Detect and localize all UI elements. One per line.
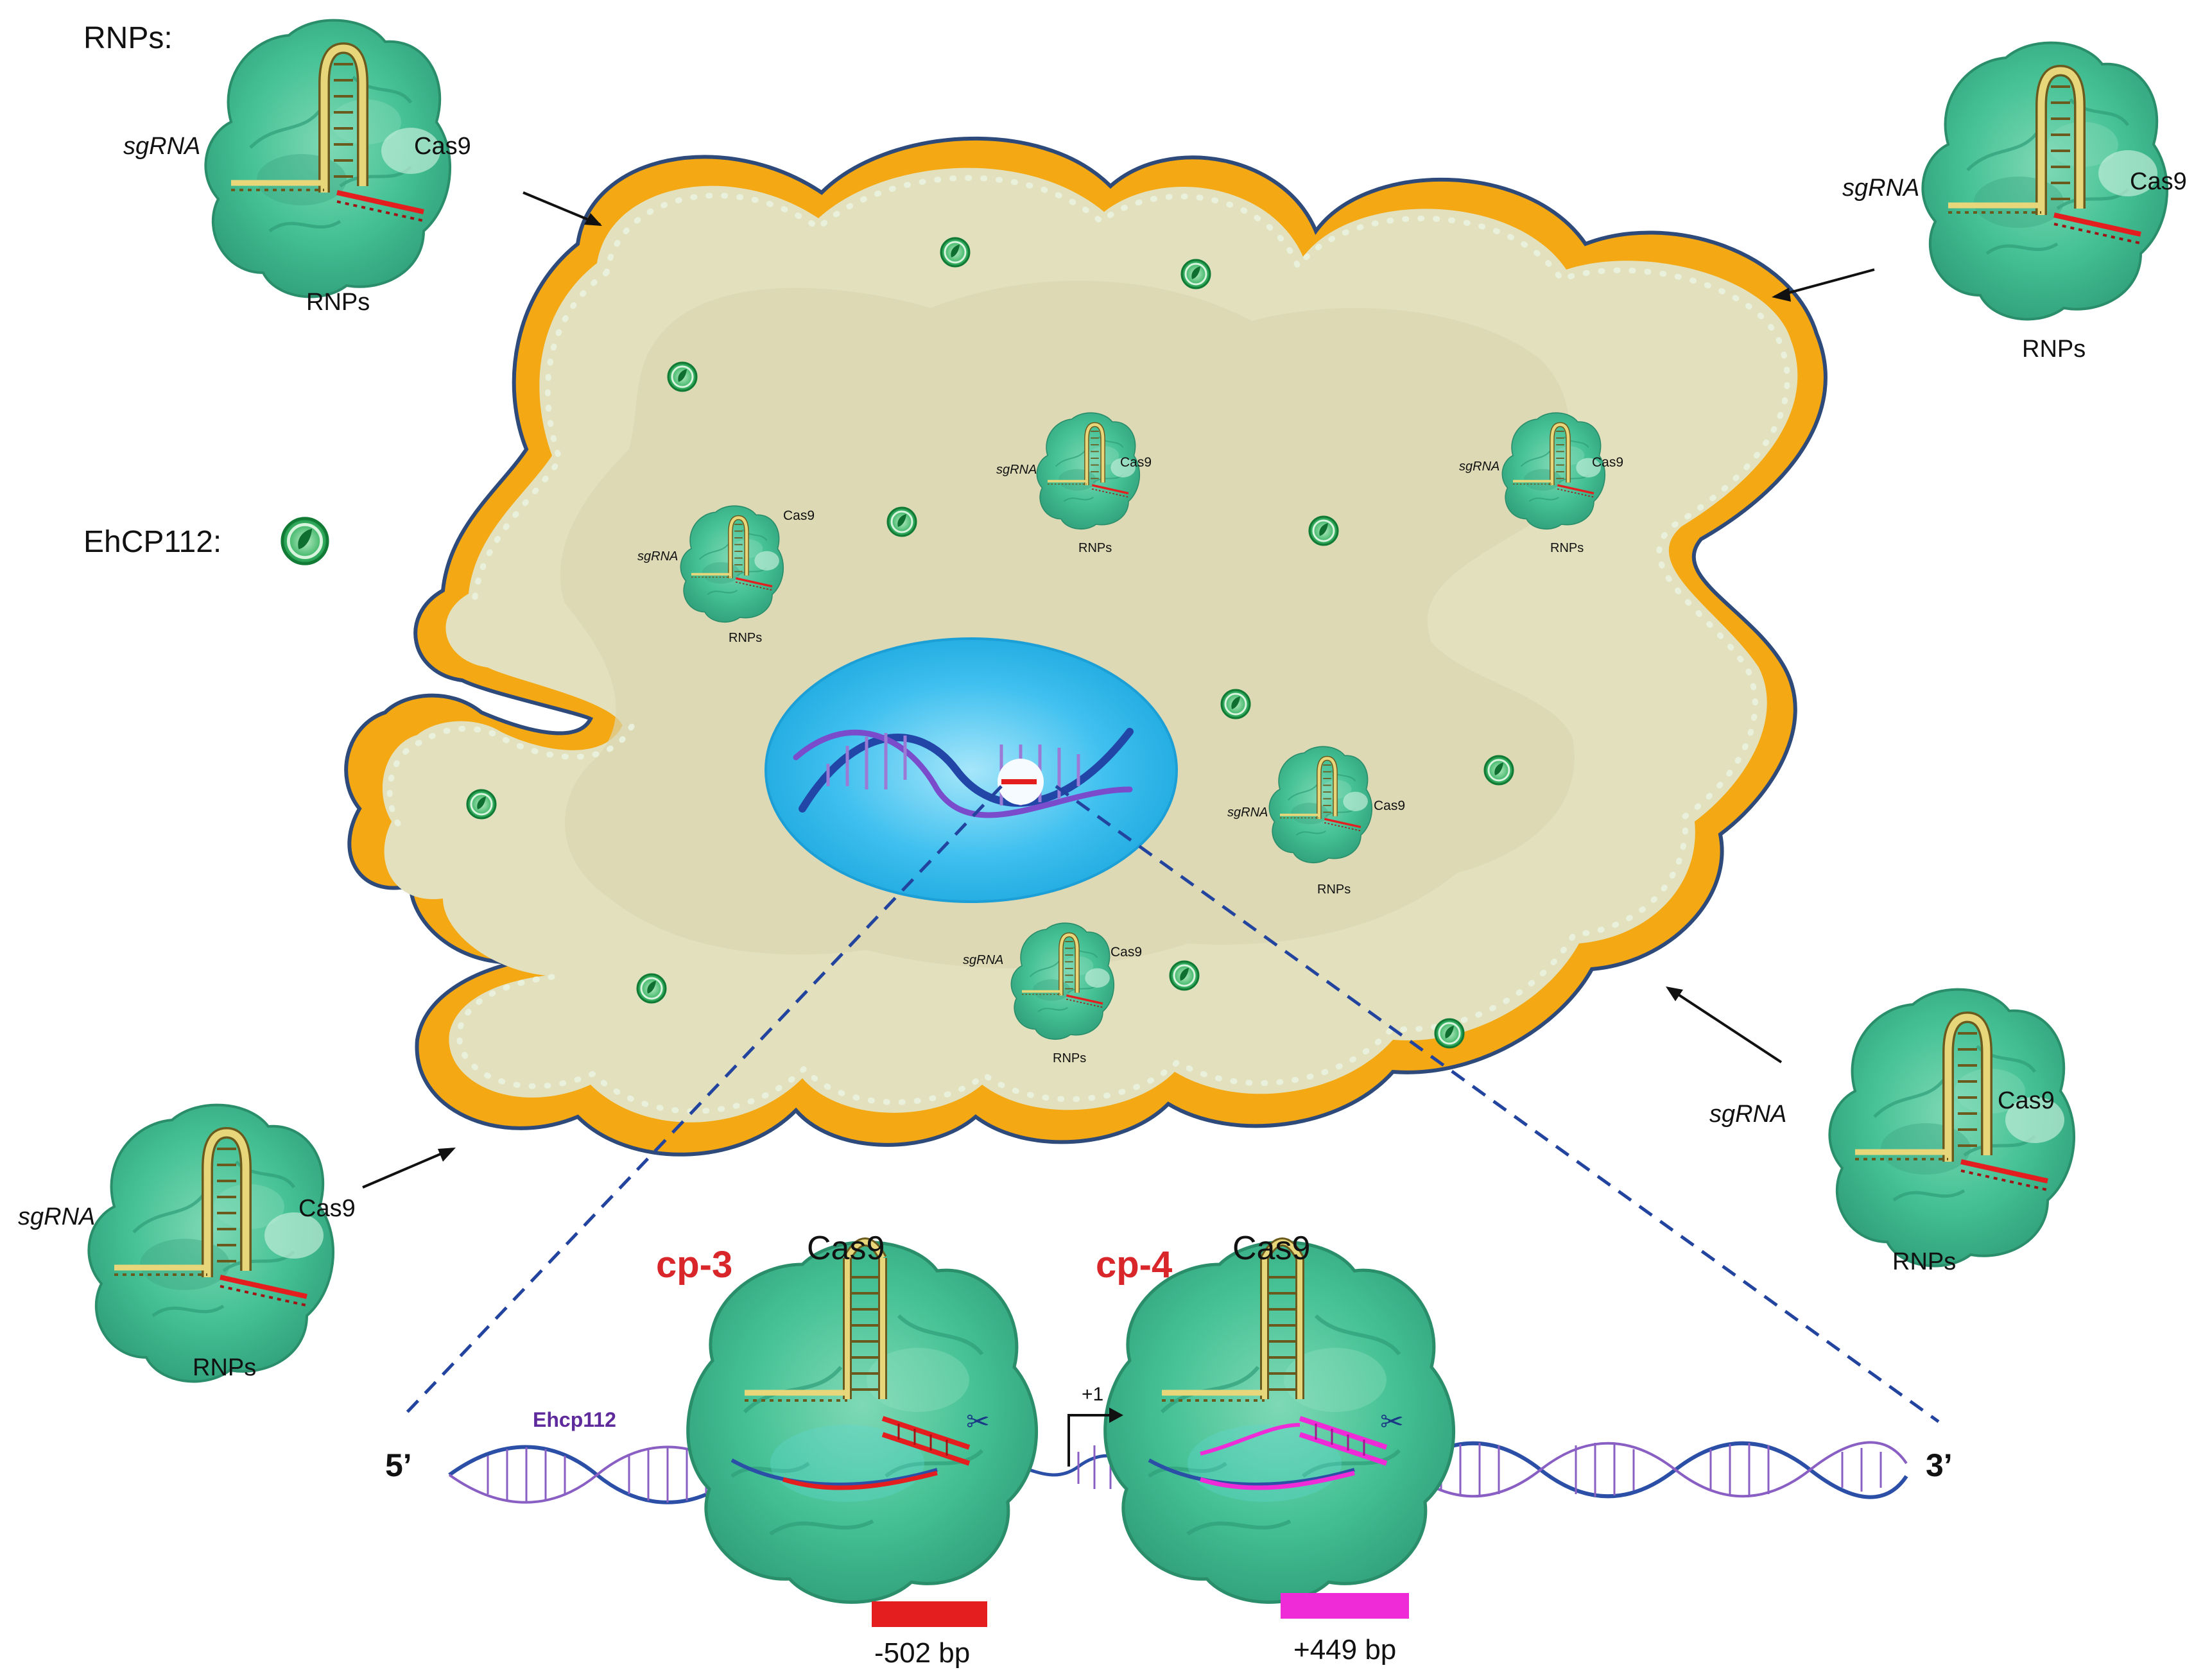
rnp-inside-2 — [1502, 413, 1605, 529]
sgrna-label: sgRNA — [996, 463, 1037, 477]
cas9-label: Cas9 — [1998, 1087, 2055, 1114]
rnps-label: RNPs — [1892, 1248, 1956, 1275]
rnps-label: RNPs — [1053, 1051, 1086, 1065]
scissors-icon: ✂ — [1380, 1406, 1404, 1438]
rnp-outside-top-left — [205, 21, 450, 297]
deletion-bar-cp3 — [872, 1601, 987, 1627]
cas9-label: Cas9 — [783, 508, 815, 523]
entry-arrow — [362, 1148, 453, 1189]
rnp-outside-bottom-right — [1829, 990, 2074, 1266]
cas9-label: Cas9 — [298, 1195, 356, 1222]
sgrna-label: sgRNA — [123, 133, 200, 160]
nucleus — [765, 637, 1178, 903]
sgrna-label: sgRNA — [18, 1203, 95, 1230]
ehcp112-vesicle — [1434, 1018, 1465, 1049]
legend-rnps-heading: RNPs: — [83, 21, 173, 55]
rnps-label: RNPs — [306, 289, 370, 316]
ehcp112-vesicle — [1308, 515, 1339, 546]
ehcp112-vesicle — [1180, 259, 1211, 289]
cas9-label: Cas9 — [414, 133, 471, 160]
cp3-label: cp-3 — [656, 1244, 732, 1286]
tss-label: +1 — [1082, 1384, 1103, 1405]
five-prime-label: 5’ — [385, 1447, 412, 1483]
entry-arrow — [1668, 987, 1783, 1063]
rnps-label: RNPs — [2022, 336, 2086, 363]
deletion-label-cp3: -502 bp — [874, 1637, 970, 1669]
cas9-complex-cp4: ✂ — [1105, 1237, 1454, 1602]
entry-arrow — [1774, 268, 1875, 298]
tss-arrow — [1067, 1414, 1120, 1467]
rnps-label: RNPs — [1317, 883, 1351, 897]
cas9-label: Cas9 — [1110, 945, 1142, 960]
cas9-complex-cp3: ✂ — [688, 1237, 1037, 1602]
sgrna-label: sgRNA — [1709, 1101, 1786, 1128]
legend-ehcp112-heading: EhCP112: — [83, 525, 221, 559]
cas9-label: Cas9 — [1592, 455, 1623, 470]
cas9-label: Cas9 — [2130, 168, 2187, 195]
nuclear-dna-helix — [793, 728, 1134, 818]
ehcp112-vesicle — [466, 789, 497, 820]
sgrna-label: sgRNA — [1459, 460, 1499, 474]
ehcp112-vesicle — [940, 237, 971, 268]
scissors-icon: ✂ — [966, 1406, 990, 1438]
dna-helix-right — [1404, 1441, 1908, 1499]
sgrna-label: sgRNA — [963, 953, 1003, 967]
rnp-inside-5 — [1011, 923, 1114, 1039]
cp3-cas9-label: Cas9 — [807, 1230, 885, 1267]
zoom-line-left — [400, 785, 1003, 1420]
ehcp112-vesicle-legend-icon — [282, 519, 327, 564]
rnp-inside-3 — [680, 506, 783, 622]
ehcp112-vesicle — [1169, 960, 1200, 991]
rnps-label: RNPs — [1078, 541, 1112, 555]
sgrna-label: sgRNA — [1842, 175, 1919, 202]
sgrna-label: sgRNA — [1227, 805, 1268, 820]
ehcp112-vesicle — [667, 361, 698, 392]
rnp-outside-bottom-left — [89, 1105, 333, 1382]
ehcp112-vesicle — [1220, 689, 1251, 719]
cas9-label: Cas9 — [1374, 798, 1405, 813]
zoom-line-right — [1055, 784, 1940, 1424]
rnps-label: RNPs — [193, 1354, 256, 1381]
ehcp112-vesicle — [886, 506, 917, 537]
deletion-bar-cp4 — [1281, 1593, 1409, 1619]
cas9-label: Cas9 — [1120, 455, 1152, 470]
plasma-membrane-dots — [386, 175, 1790, 1114]
rnps-label: RNPs — [1550, 541, 1584, 555]
cp4-label: cp-4 — [1096, 1244, 1172, 1286]
rnps-label: RNPs — [729, 631, 762, 645]
rnp-inside-1 — [1037, 413, 1139, 529]
cp4-cas9-label: Cas9 — [1232, 1230, 1310, 1267]
sgrna-label: sgRNA — [637, 549, 678, 564]
rnp-inside-4 — [1269, 746, 1372, 863]
ehcp112-vesicle — [636, 973, 667, 1004]
gene-label: Ehcp112 — [533, 1408, 616, 1431]
gene-locus-detail: ✂ ✂ — [385, 1230, 1953, 1669]
deletion-label-cp4: +449 bp — [1293, 1634, 1396, 1666]
ehcp112-vesicle — [1483, 755, 1514, 786]
three-prime-label: 3’ — [1926, 1447, 1953, 1483]
